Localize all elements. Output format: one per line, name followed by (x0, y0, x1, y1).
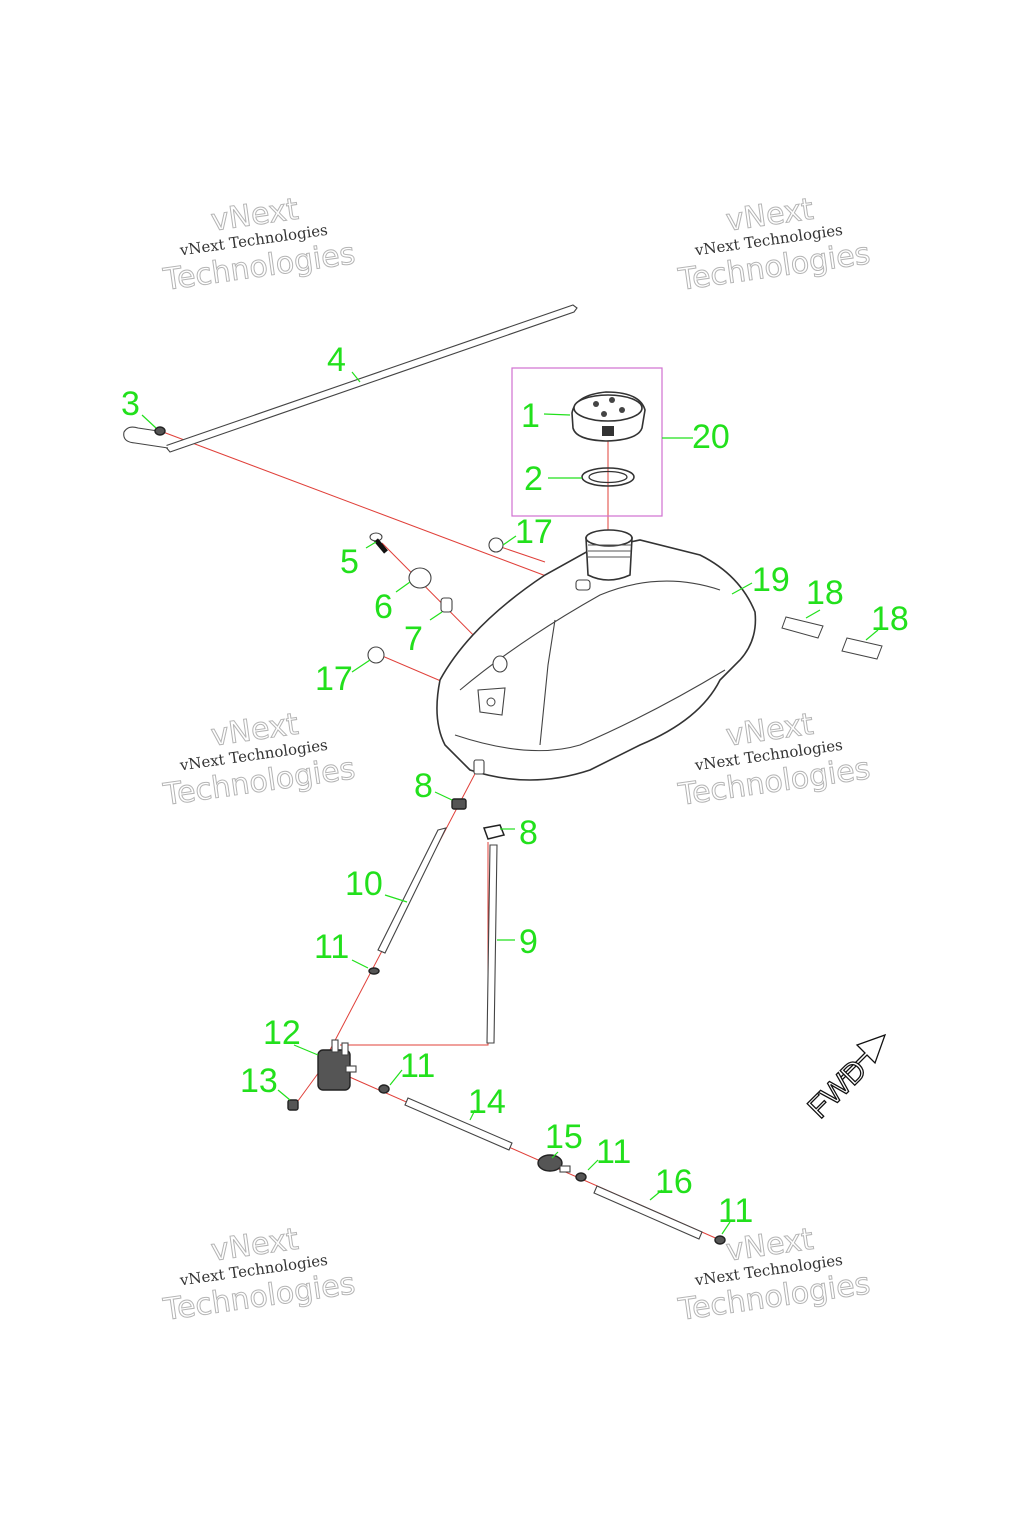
fwd-label: FWD (802, 1053, 874, 1125)
callout-4: 4 (327, 341, 346, 379)
fuel-hose-16 (593, 1185, 703, 1240)
callout-13: 13 (240, 1062, 278, 1100)
vent-hose (123, 304, 578, 453)
callout-2: 2 (524, 460, 543, 498)
watermark-mid-right: vNext vNext Technologies Technologies (675, 706, 873, 813)
callout-14: 14 (468, 1083, 506, 1121)
callout-11-c: 11 (596, 1133, 631, 1171)
callout-15: 15 (545, 1118, 583, 1156)
callout-5: 5 (340, 543, 359, 581)
callout-7: 7 (404, 620, 423, 658)
fuel-valve-12 (317, 1039, 357, 1091)
fuel-tank (436, 529, 757, 781)
callout-1: 1 (521, 397, 540, 435)
fuel-cap (571, 391, 646, 442)
callout-3: 3 (121, 385, 140, 423)
hose-clamp-3 (154, 426, 166, 436)
bolt-5 (369, 532, 388, 554)
callout-12: 12 (263, 1014, 301, 1052)
callout-11-b: 11 (400, 1047, 435, 1085)
fuel-hose-10 (377, 827, 448, 954)
watermark-top-left: vNext vNext Technologies Technologies (160, 191, 358, 298)
callout-10: 10 (345, 865, 383, 903)
callout-20: 20 (692, 418, 730, 456)
clamp-11-a (368, 967, 380, 975)
clamp-8-left (451, 798, 467, 810)
clamp-8-right (482, 824, 506, 840)
leader-lines (141, 371, 879, 1235)
callout-6: 6 (374, 588, 393, 626)
forward-direction-indicator: FWD (801, 1033, 887, 1126)
callout-11-a: 11 (314, 928, 349, 966)
cap-gasket (581, 467, 635, 487)
watermark-top-right: vNext vNext Technologies Technologies (675, 191, 873, 298)
callout-17-top: 17 (515, 513, 553, 551)
callout-16: 16 (655, 1163, 693, 1201)
clamp-11-c (575, 1172, 587, 1182)
watermark-mid-left: vNext vNext Technologies Technologies (160, 706, 358, 813)
forward-arrow-icon (839, 1033, 887, 1081)
callout-18-a: 18 (806, 574, 844, 612)
grommet-17-top (488, 537, 504, 553)
callout-17-left: 17 (315, 660, 353, 698)
clamp-11-b (378, 1084, 390, 1094)
overflow-hose-9 (486, 844, 498, 1044)
cap-assembly-group-box (511, 367, 663, 517)
label-18-b (841, 637, 883, 660)
callout-9: 9 (519, 923, 538, 961)
callout-18-b: 18 (871, 600, 909, 638)
callout-8-left: 8 (414, 767, 433, 805)
grommet-17-left (367, 646, 385, 664)
screw-13 (287, 1099, 299, 1111)
callout-labels: 1 2 3 4 5 6 7 8 8 9 10 11 11 11 11 12 13… (121, 341, 909, 1230)
callout-11-d: 11 (718, 1192, 753, 1230)
fuel-hose-14 (404, 1097, 513, 1151)
callout-19: 19 (752, 561, 790, 599)
label-18-a (781, 616, 824, 639)
washer-6 (408, 567, 432, 589)
spacer-7 (440, 597, 453, 613)
clamp-11-d (714, 1235, 726, 1245)
callout-8-right: 8 (519, 814, 538, 852)
fuel-filter-15 (537, 1154, 571, 1173)
watermark-bottom-left: vNext vNext Technologies Technologies (160, 1221, 358, 1328)
